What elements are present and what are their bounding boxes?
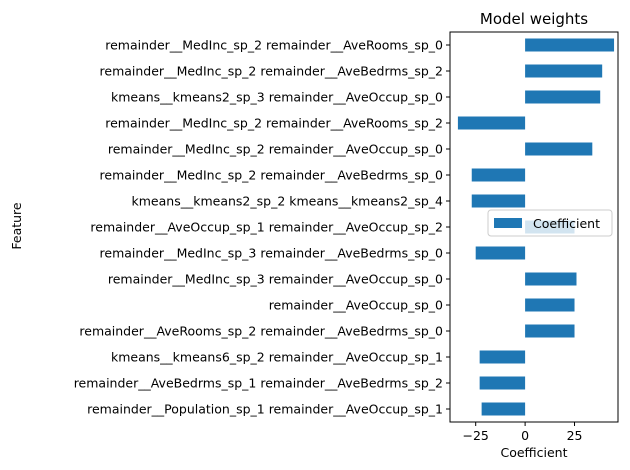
legend-swatch [494,218,522,228]
x-ticks-group: −25 0 25 [462,422,582,443]
y-tick-label: remainder__MedInc_sp_2 remainder__AveRoo… [105,116,443,131]
y-tick-label: remainder__AveBedrms_sp_1 remainder__Ave… [74,376,443,391]
y-ticks-group: remainder__MedInc_sp_2 remainder__AveRoo… [74,38,450,417]
bar [525,324,575,338]
y-tick-label: kmeans__kmeans2_sp_2 kmeans__kmeans2_sp_… [132,194,444,209]
x-tick-label: 25 [567,428,583,443]
bar [525,298,575,312]
bar [479,350,526,364]
bar [525,38,615,52]
x-axis-label: Coefficient [500,445,567,460]
bar [457,116,526,130]
x-tick-label: 0 [521,428,529,443]
bar [525,64,603,78]
bar [475,246,526,260]
bar [525,142,593,156]
y-tick-label: remainder__MedInc_sp_2 remainder__AveOcc… [108,142,443,157]
y-tick-label: remainder__MedInc_sp_3 remainder__AveOcc… [108,272,443,287]
y-tick-label: remainder__AveOccup_sp_1 remainder__AveO… [90,220,443,235]
bar [481,402,526,416]
y-tick-label: remainder__AveOccup_sp_0 [269,298,443,313]
bar [525,90,601,104]
bar [525,272,577,286]
y-tick-label: kmeans__kmeans6_sp_2 remainder__AveOccup… [111,350,443,365]
legend-box [487,209,613,237]
y-tick-label: remainder__Population_sp_1 remainder__Av… [87,402,443,417]
x-tick-label: −25 [462,428,488,443]
y-tick-label: remainder__MedInc_sp_3 remainder__AveBed… [100,246,444,261]
y-tick-label: remainder__AveRooms_sp_2 remainder__AveB… [79,324,443,339]
legend: Coefficient [487,209,613,237]
y-tick-label: remainder__MedInc_sp_2 remainder__AveBed… [100,64,443,79]
y-axis-label: Feature [9,202,24,250]
bar [479,376,526,390]
chart-title: Model weights [480,10,588,28]
bar [471,168,526,182]
bar [471,194,526,208]
y-tick-label: kmeans__kmeans2_sp_3 remainder__AveOccup… [111,90,443,105]
legend-label: Coefficient [533,216,600,231]
y-tick-label: remainder__MedInc_sp_2 remainder__AveRoo… [105,38,443,53]
plot-frame [449,31,619,423]
y-tick-label: remainder__MedInc_sp_2 remainder__AveBed… [100,168,444,183]
